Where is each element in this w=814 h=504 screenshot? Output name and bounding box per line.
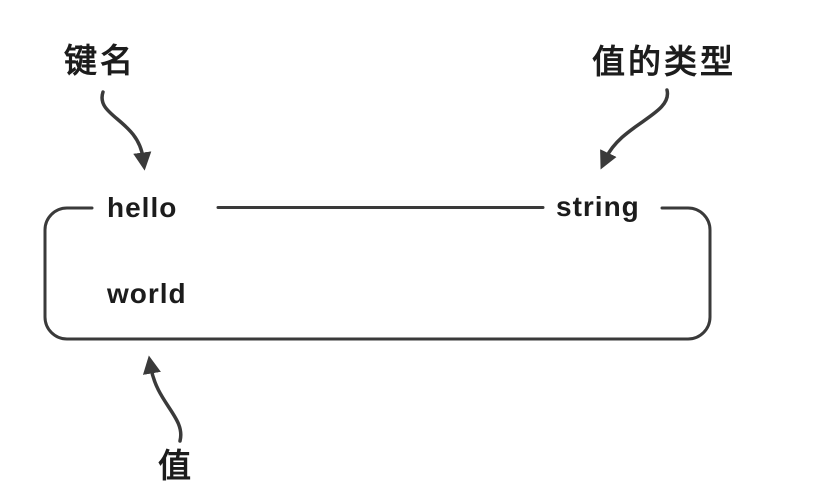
key-text: hello: [107, 192, 178, 223]
key-name-annotation-label: 键名: [64, 42, 136, 79]
value-text: world: [107, 278, 187, 309]
value-annotation-label: 值: [158, 447, 194, 484]
value-type-annotation-label: 值的类型: [592, 43, 736, 80]
value-annotation-arrow: [142, 355, 183, 443]
kv-box-outline: [43, 206, 712, 341]
key-annotation-arrow: [100, 90, 152, 171]
type-annotation-arrow: [600, 88, 670, 170]
type-text: string: [556, 191, 640, 222]
